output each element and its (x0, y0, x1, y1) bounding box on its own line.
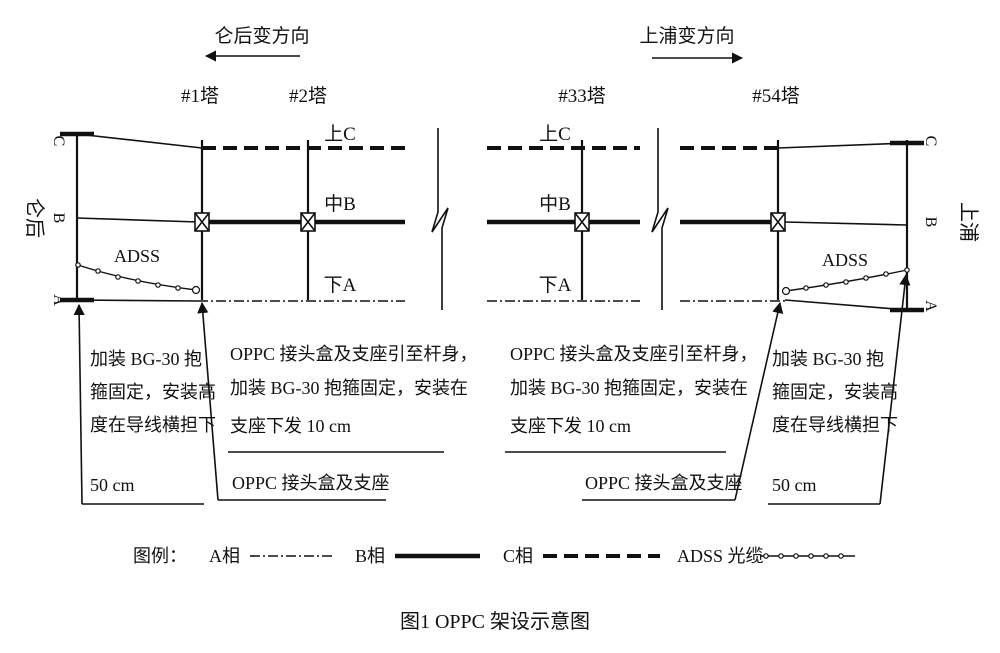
label-lower-a-right: 下A (539, 275, 572, 296)
legend-title: 图例： (133, 546, 187, 566)
svg-text:支座下发 10 cm: 支座下发 10 cm (230, 416, 351, 436)
legend-a-label: A相 (209, 546, 240, 566)
label-middle-b-right: 中B (539, 193, 571, 215)
leader-right-clamp (768, 273, 911, 505)
left-direction-label: 仑后变方向 (214, 25, 309, 47)
svg-text:加装 BG-30 抱: 加装 BG-30 抱 (90, 349, 202, 369)
svg-text:OPPC 接头盒及支座引至杆身，: OPPC 接头盒及支座引至杆身， (510, 344, 758, 364)
svg-text:度在导线横担下: 度在导线横担下 (90, 415, 216, 435)
adss-label-right: ADSS (822, 250, 868, 270)
joint-box-tower-1 (194, 212, 210, 232)
svg-text:加装 BG-30 抱箍固定，安装在: 加装 BG-30 抱箍固定，安装在 (510, 378, 748, 398)
annotation-center-left: OPPC 接头盒及支座引至杆身， 加装 BG-30 抱箍固定，安装在 支座下发 … (230, 344, 478, 436)
svg-text:加装 BG-30 抱: 加装 BG-30 抱 (772, 349, 884, 369)
annotation-center-right: OPPC 接头盒及支座引至杆身， 加装 BG-30 抱箍固定，安装在 支座下发 … (510, 344, 758, 436)
svg-text:箍固定，安装高: 箍固定，安装高 (772, 382, 898, 402)
right-phase-b: B (922, 217, 939, 228)
legend-adss-label: ADSS 光缆 (677, 546, 764, 566)
left-end-name: 仑后 (23, 198, 46, 238)
svg-text:支座下发 10 cm: 支座下发 10 cm (510, 416, 631, 436)
left-phase-b: B (50, 213, 67, 224)
svg-text:OPPC 接头盒及支座引至杆身，: OPPC 接头盒及支座引至杆身， (230, 344, 478, 364)
label-middle-b-left: 中B (324, 193, 356, 215)
left-phase-c: C (50, 136, 67, 147)
left-terminal (60, 131, 203, 303)
annotation-joint-right: OPPC 接头盒及支座 (585, 473, 743, 493)
right-end-name: 上浦 (957, 202, 980, 242)
adss-cable-right (781, 267, 910, 296)
joint-box-tower-2 (300, 212, 316, 232)
tower-label-33: #33塔 (558, 85, 606, 107)
figure-caption: 图1 OPPC 架设示意图 (400, 610, 590, 633)
svg-text:箍固定，安装高: 箍固定，安装高 (90, 382, 216, 402)
label-lower-a-left: 下A (324, 275, 357, 296)
annotation-joint-left: OPPC 接头盒及支座 (232, 473, 390, 493)
label-upper-c-left: 上C (324, 123, 356, 145)
break-symbol-left (431, 128, 449, 310)
svg-text:50 cm: 50 cm (772, 475, 817, 495)
tower-label-54: #54塔 (752, 85, 800, 107)
adss-cable-left (75, 262, 201, 295)
right-direction-label: 上浦变方向 (639, 25, 734, 47)
tower-label-2: #2塔 (289, 85, 327, 107)
left-phase-a: A (50, 294, 67, 306)
annotation-right-clamp: 加装 BG-30 抱 箍固定，安装高 度在导线横担下 50 cm (772, 349, 898, 495)
tower-label-1: #1塔 (181, 85, 219, 107)
right-phase-c: C (922, 136, 939, 147)
joint-box-tower-33 (574, 212, 590, 232)
legend-adss-swatch (760, 553, 855, 559)
leader-left-clamp (73, 303, 204, 505)
annotation-left-clamp: 加装 BG-30 抱 箍固定，安装高 度在导线横担下 50 cm (90, 349, 216, 495)
legend-b-label: B相 (355, 546, 385, 566)
break-symbol-right (651, 128, 669, 310)
svg-text:度在导线横担下: 度在导线横担下 (772, 415, 898, 435)
adss-label-left: ADSS (114, 246, 160, 266)
legend: 图例： A相 B相 C相 ADSS 光缆 (133, 546, 855, 566)
svg-text:加装 BG-30 抱箍固定，安装在: 加装 BG-30 抱箍固定，安装在 (230, 378, 468, 398)
right-phase-a: A (922, 300, 939, 312)
label-upper-c-right: 上C (539, 123, 571, 145)
joint-box-tower-54 (770, 212, 786, 232)
leader-joint-left (197, 301, 444, 501)
right-terminal (777, 140, 924, 313)
legend-c-label: C相 (503, 546, 533, 566)
svg-text:50 cm: 50 cm (90, 475, 135, 495)
leader-joint-right (505, 301, 784, 501)
